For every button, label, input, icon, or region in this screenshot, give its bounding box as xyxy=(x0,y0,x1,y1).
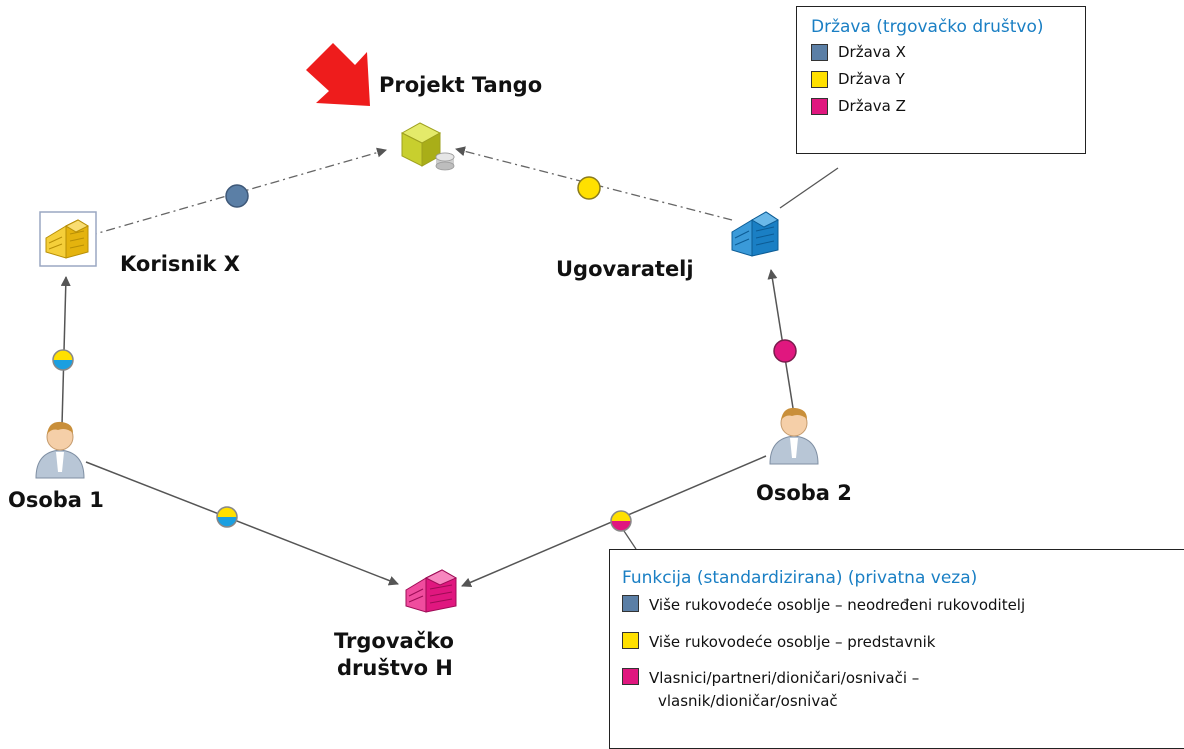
legend-function-label-line2: vlasnik/dioničar/osnivač xyxy=(658,691,838,710)
marker-ugovaratelj-tango-yellow[interactable] xyxy=(577,176,601,200)
red-arrow-icon xyxy=(306,43,370,106)
swatch-yellow xyxy=(811,71,828,88)
edge-osoba2-to-ugovaratelj xyxy=(767,269,794,409)
legend-function-title: Funkcija (standardizirana) (privatna vez… xyxy=(622,568,978,588)
legend-function-item: Više rukovodeće osoblje – neodređeni ruk… xyxy=(622,594,1184,617)
legend-country-label: Država X xyxy=(838,43,906,61)
legend-function-label: Više rukovodeće osoblje – neodređeni ruk… xyxy=(649,596,1026,614)
legend-function-item: Više rukovodeće osoblje – predstavnik xyxy=(622,631,1184,654)
legend-country-item: Država X xyxy=(811,43,1085,61)
edge-osoba1-to-trgovacko xyxy=(85,461,399,586)
label-projekt-tango: Projekt Tango xyxy=(379,73,543,97)
legend-country-title: Država (trgovačko društvo) xyxy=(811,17,1044,37)
swatch-pink xyxy=(811,98,828,115)
marker-osoba2-trgovacko-split[interactable] xyxy=(610,510,632,532)
label-ugovaratelj: Ugovaratelj xyxy=(556,257,694,281)
legend-country-item: Država Y xyxy=(811,70,1085,88)
label-trgovacko-drustvo-h: Trgovačko društvo H xyxy=(334,628,454,683)
legend-function-label-multiline: Vlasnici/partneri/dioničari/osnivači – v… xyxy=(649,667,919,712)
legend-function-item: Vlasnici/partneri/dioničari/osnivači – v… xyxy=(622,667,1184,712)
legend-country-label: Država Z xyxy=(838,97,906,115)
swatch-yellow xyxy=(622,631,639,649)
label-osoba-1: Osoba 1 xyxy=(8,488,104,512)
marker-osoba1-trgovacko-split[interactable] xyxy=(216,506,238,528)
legend-function-label: Više rukovodeće osoblje – predstavnik xyxy=(649,632,936,651)
marker-korisnik-tango-blue[interactable] xyxy=(225,184,249,208)
marker-osoba1-korisnik-split[interactable] xyxy=(52,349,74,371)
legend-country-item: Država Z xyxy=(811,97,1085,115)
swatch-pink xyxy=(622,668,639,685)
osoba-1-person-icon[interactable] xyxy=(35,421,85,479)
swatch-blue xyxy=(622,595,639,612)
label-korisnik-x: Korisnik X xyxy=(120,252,241,276)
swatch-blue xyxy=(811,44,828,61)
legend-function-label-line1: Vlasnici/partneri/dioničari/osnivači – xyxy=(649,669,920,687)
legend-function-connector xyxy=(623,530,637,550)
relationship-diagram xyxy=(35,43,839,613)
marker-osoba2-ugovaratelj-pink[interactable] xyxy=(773,339,797,363)
korisnik-x-building-icon[interactable] xyxy=(39,211,97,267)
trgovacko-drustvo-h-building-icon[interactable] xyxy=(405,569,458,613)
label-trgovacko-line1: Trgovačko xyxy=(334,629,454,653)
legend-country: Država (trgovačko društvo) Država X Drža… xyxy=(796,6,1086,154)
legend-country-label: Država Y xyxy=(838,70,905,88)
legend-function: Funkcija (standardizirana) (privatna vez… xyxy=(609,549,1184,749)
label-trgovacko-line2: društvo H xyxy=(337,656,453,681)
osoba-2-person-icon[interactable] xyxy=(769,407,819,465)
legend-country-connector xyxy=(779,167,839,209)
label-osoba-2: Osoba 2 xyxy=(756,481,852,505)
ugovaratelj-building-icon[interactable] xyxy=(731,211,779,257)
projekt-tango-icon[interactable] xyxy=(400,122,455,171)
